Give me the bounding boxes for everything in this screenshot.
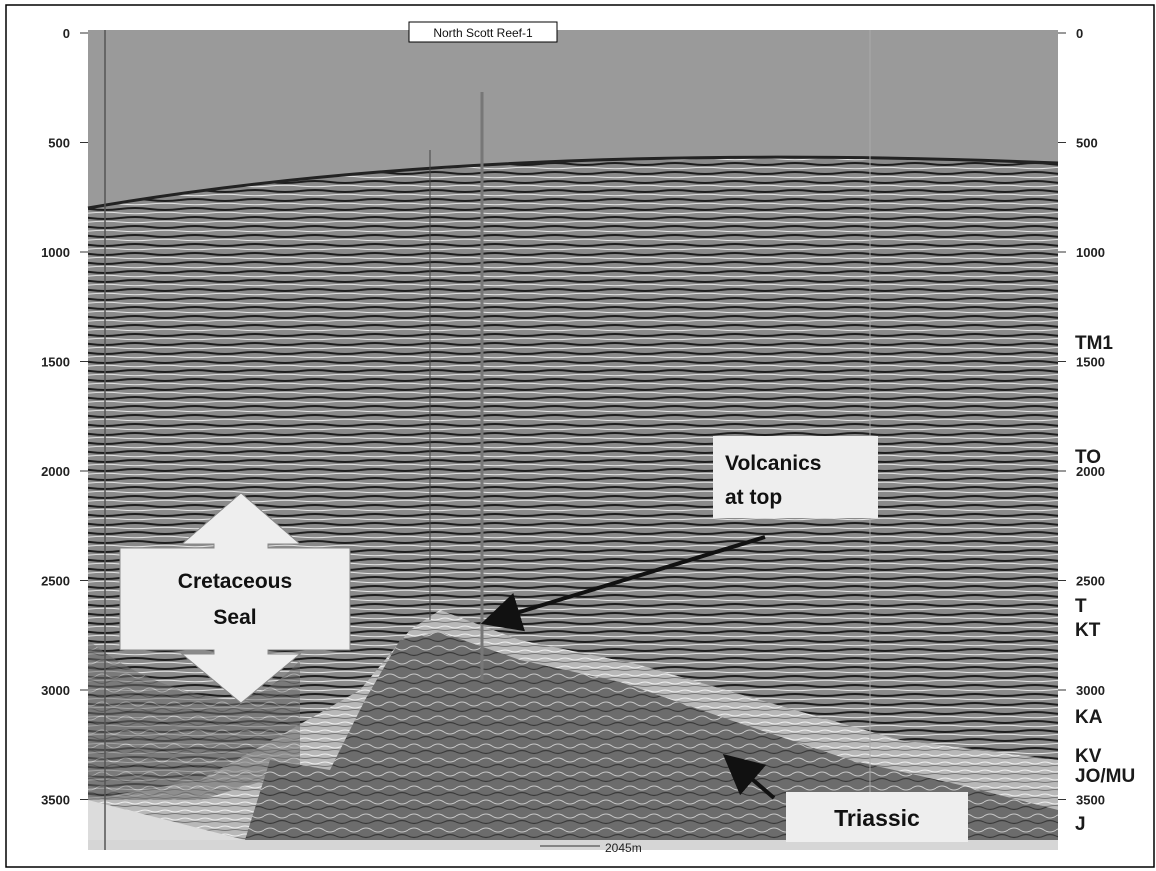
left-axis-tick-label: 3500 <box>41 793 70 808</box>
volcanics-callout-line1: Volcanics <box>725 452 822 475</box>
right-axis-tick-label: 0 <box>1076 26 1083 41</box>
right-axis-tick-label: 3500 <box>1076 793 1105 808</box>
well-label: North Scott Reef-1 <box>409 22 557 42</box>
left-axis-tick-label: 2500 <box>41 574 70 589</box>
horizon-label-ka: KA <box>1075 707 1103 728</box>
triassic-callout-text: Triassic <box>834 805 920 831</box>
seal-callout-line1: Cretaceous <box>178 570 292 593</box>
left-axis-tick-label: 2000 <box>41 464 70 479</box>
horizon-label-jo-mu: JO/MU <box>1075 766 1135 787</box>
left-axis-tick-label: 1500 <box>41 355 70 370</box>
scale-bar-label: 2045m <box>605 841 642 855</box>
well-label-text: North Scott Reef-1 <box>433 26 533 40</box>
section-panel <box>88 30 1058 850</box>
seal-callout-line2: Seal <box>213 606 256 629</box>
right-axis-tick-label: 1500 <box>1076 355 1105 370</box>
left-axis-tick-label: 0 <box>63 26 70 41</box>
right-axis-tick-label: 500 <box>1076 136 1098 151</box>
horizon-label-kv: KV <box>1075 746 1102 767</box>
left-axis-tick-label: 3000 <box>41 683 70 698</box>
right-axis-tick-label: 2500 <box>1076 574 1105 589</box>
right-time-axis: 0500100015002000250030003500 <box>1058 26 1105 808</box>
right-axis-tick-label: 3000 <box>1076 683 1105 698</box>
volcanics-callout-line2: at top <box>725 486 782 509</box>
right-axis-tick-label: 1000 <box>1076 245 1105 260</box>
horizon-label-to: TO <box>1075 447 1101 468</box>
horizon-label-kt: KT <box>1075 620 1101 641</box>
horizon-label-tm1: TM1 <box>1075 333 1113 354</box>
horizon-label-j: J <box>1075 814 1086 835</box>
left-axis-tick-label: 1000 <box>41 245 70 260</box>
left-axis-tick-label: 500 <box>48 136 70 151</box>
left-time-axis: 0 500 1000 1500 2000 2500 3000 3500 <box>41 26 88 808</box>
horizon-label-t: T <box>1075 596 1087 617</box>
